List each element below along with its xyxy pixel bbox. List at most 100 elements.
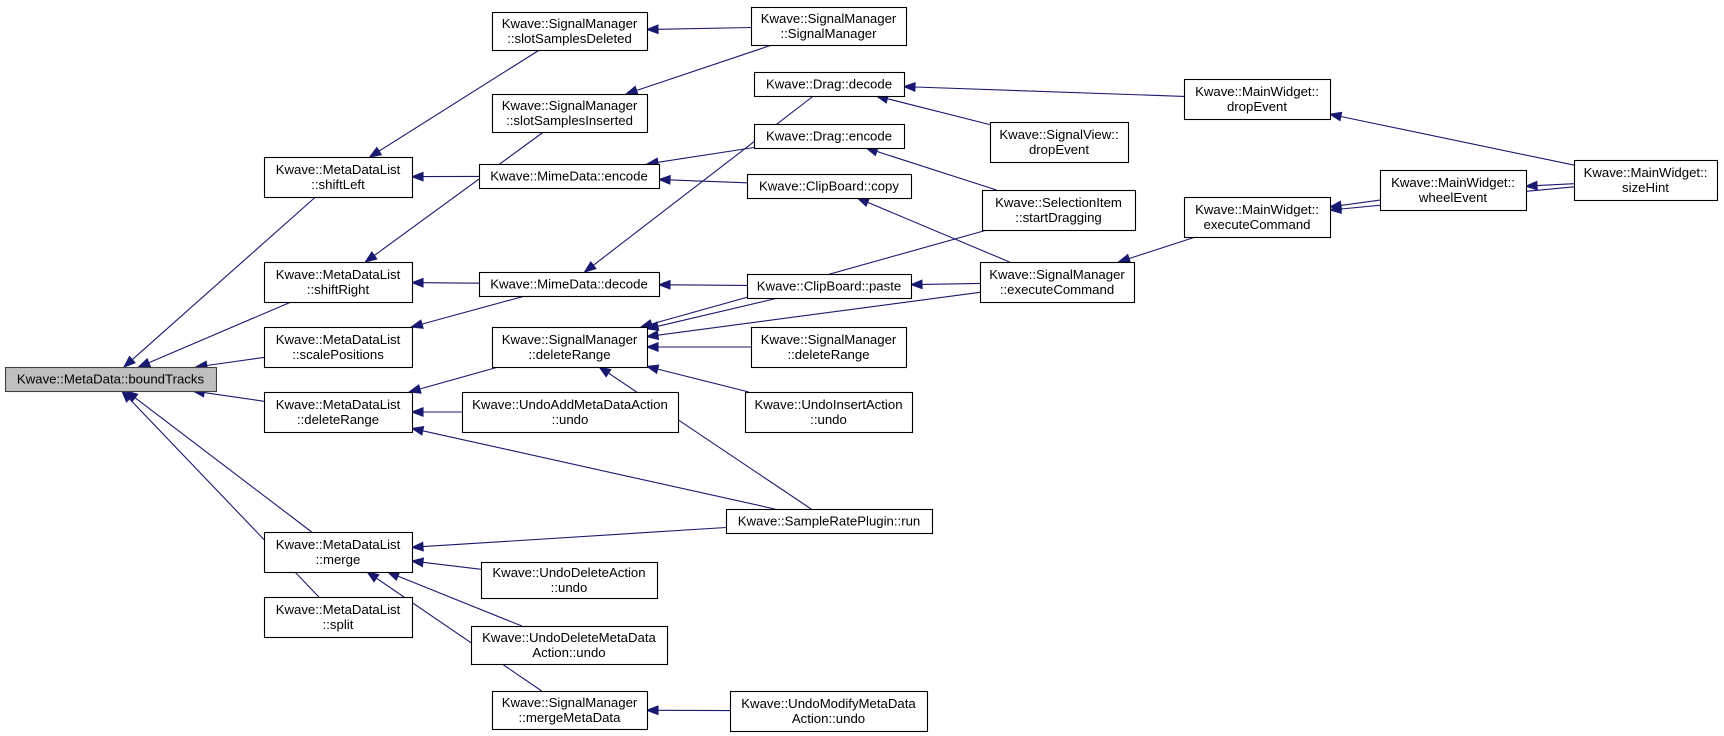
arrowhead-icon: [1328, 203, 1342, 214]
node-box[interactable]: [461, 391, 680, 434]
arrowhead-icon: [409, 319, 424, 329]
node-box[interactable]: [1183, 78, 1332, 121]
node-box[interactable]: [753, 71, 906, 98]
node-box[interactable]: [729, 690, 929, 733]
node-mw-execute-command[interactable]: Kwave::MainWidget::executeCommand: [1183, 196, 1332, 239]
node-label: Action::undo: [792, 711, 865, 726]
node-box[interactable]: [480, 561, 659, 600]
node-undo-add-meta-undo[interactable]: Kwave::UndoAddMetaDataAction::undo: [461, 391, 680, 434]
node-mdl-scale-positions[interactable]: Kwave::MetaDataList::scalePositions: [263, 326, 414, 369]
node-sm-execute-command[interactable]: Kwave::SignalManager::executeCommand: [979, 261, 1136, 304]
node-mdl-merge[interactable]: Kwave::MetaDataList::merge: [263, 531, 414, 574]
node-box[interactable]: [981, 189, 1137, 232]
node-label: Kwave::UndoDeleteAction: [492, 565, 645, 580]
node-bound-tracks[interactable]: Kwave::MetaData::boundTracks: [4, 366, 218, 393]
node-box[interactable]: [979, 261, 1136, 304]
node-label: ::scalePositions: [292, 347, 384, 362]
node-mdl-split[interactable]: Kwave::MetaDataList::split: [263, 596, 414, 639]
node-label: Kwave::UndoModifyMetaData: [741, 696, 916, 711]
arrowhead-icon: [856, 197, 871, 208]
node-box[interactable]: [750, 6, 908, 47]
node-mw-size-hint[interactable]: Kwave::MainWidget::sizeHint: [1573, 159, 1719, 202]
node-box[interactable]: [263, 156, 414, 199]
node-box[interactable]: [263, 326, 414, 369]
node-label: ::deleteRange: [787, 347, 869, 362]
node-label: ::slotSamplesDeleted: [507, 31, 632, 46]
node-box[interactable]: [750, 326, 908, 369]
node-box[interactable]: [4, 366, 218, 393]
arrowhead-icon: [368, 146, 383, 158]
node-box[interactable]: [491, 690, 649, 731]
arrowhead-icon: [364, 251, 378, 263]
node-box[interactable]: [1183, 196, 1332, 239]
node-undo-delete-undo[interactable]: Kwave::UndoDeleteAction::undo: [480, 561, 659, 600]
node-box[interactable]: [263, 261, 414, 304]
node-box[interactable]: [989, 121, 1130, 164]
node-label: Kwave::MetaDataList: [276, 602, 401, 617]
node-box[interactable]: [1573, 159, 1719, 202]
node-drag-encode[interactable]: Kwave::Drag::encode: [753, 123, 906, 150]
node-label: executeCommand: [1203, 217, 1310, 232]
edge-undo-delete-undo-to-mdl-merge: [410, 557, 482, 570]
node-mw-wheel-event[interactable]: Kwave::MainWidget::wheelEvent: [1379, 169, 1528, 212]
edge-mw-size-hint-to-mw-drop-event: [1328, 111, 1575, 166]
node-srp-run[interactable]: Kwave::SampleRatePlugin::run: [725, 508, 934, 535]
node-sm-merge-meta-data[interactable]: Kwave::SignalManager::mergeMetaData: [491, 690, 649, 731]
node-mdl-shift-left[interactable]: Kwave::MetaDataList::shiftLeft: [263, 156, 414, 199]
node-label: Kwave::SignalManager: [761, 11, 897, 26]
edge-line: [914, 86, 1185, 97]
node-box[interactable]: [746, 173, 913, 200]
node-mime-decode[interactable]: Kwave::MimeData::decode: [478, 271, 661, 298]
edge-line: [422, 430, 776, 510]
node-box[interactable]: [491, 326, 649, 369]
node-box[interactable]: [746, 273, 913, 300]
edge-line: [636, 44, 773, 92]
node-label: Kwave::MetaDataList: [276, 332, 401, 347]
node-mw-drop-event[interactable]: Kwave::MainWidget::dropEvent: [1183, 78, 1332, 121]
node-sv-drop-event[interactable]: Kwave::SignalView::dropEvent: [989, 121, 1130, 164]
node-box[interactable]: [725, 508, 934, 535]
node-box[interactable]: [753, 123, 906, 150]
node-undo-insert-undo[interactable]: Kwave::UndoInsertAction::undo: [744, 391, 914, 434]
node-clip-paste[interactable]: Kwave::ClipBoard::paste: [746, 273, 913, 300]
node-box[interactable]: [470, 625, 669, 666]
node-sel-item-start-dragging[interactable]: Kwave::SelectionItem::startDragging: [981, 189, 1137, 232]
edge-mime-decode-to-mdl-shift-right: [410, 277, 480, 288]
arrowhead-icon: [645, 705, 659, 716]
node-box[interactable]: [263, 391, 414, 434]
edge-sv-drop-event-to-drag-decode: [875, 93, 991, 126]
edge-mime-encode-to-mdl-shift-left: [410, 171, 480, 182]
node-sm-delete-range2[interactable]: Kwave::SignalManager::deleteRange: [750, 326, 908, 369]
node-clip-copy[interactable]: Kwave::ClipBoard::copy: [746, 173, 913, 200]
node-box[interactable]: [1379, 169, 1528, 212]
node-label: Kwave::SignalManager: [502, 16, 638, 31]
node-mdl-delete-range[interactable]: Kwave::MetaDataList::deleteRange: [263, 391, 414, 434]
node-mdl-shift-right[interactable]: Kwave::MetaDataList::shiftRight: [263, 261, 414, 304]
node-drag-decode[interactable]: Kwave::Drag::decode: [753, 71, 906, 98]
node-box[interactable]: [491, 93, 649, 134]
arrowhead-icon: [1328, 111, 1343, 122]
node-box[interactable]: [478, 163, 661, 190]
node-sm-slot-samples-deleted[interactable]: Kwave::SignalManager::slotSamplesDeleted: [491, 11, 649, 52]
node-box[interactable]: [491, 11, 649, 52]
node-label: Kwave::MetaDataList: [276, 397, 401, 412]
node-label: Kwave::UndoDeleteMetaData: [482, 630, 656, 645]
node-label: Kwave::MainWidget::: [1584, 165, 1708, 180]
arrowhead-icon: [645, 342, 659, 352]
node-box[interactable]: [263, 531, 414, 574]
node-sm-delete-range[interactable]: Kwave::SignalManager::deleteRange: [491, 326, 649, 369]
node-sm-slot-samples-inserted[interactable]: Kwave::SignalManager::slotSamplesInserte…: [491, 93, 649, 134]
node-label: ::startDragging: [1015, 210, 1102, 225]
node-box[interactable]: [478, 271, 661, 298]
node-box[interactable]: [263, 596, 414, 639]
node-mime-encode[interactable]: Kwave::MimeData::encode: [478, 163, 661, 190]
node-label: ::merge: [316, 552, 361, 567]
node-sm-signal-manager[interactable]: Kwave::SignalManager::SignalManager: [750, 6, 908, 47]
arrowhead-icon: [1117, 253, 1132, 264]
node-box[interactable]: [744, 391, 914, 434]
arrowhead-icon: [410, 407, 424, 417]
node-label: Action::undo: [532, 645, 605, 660]
